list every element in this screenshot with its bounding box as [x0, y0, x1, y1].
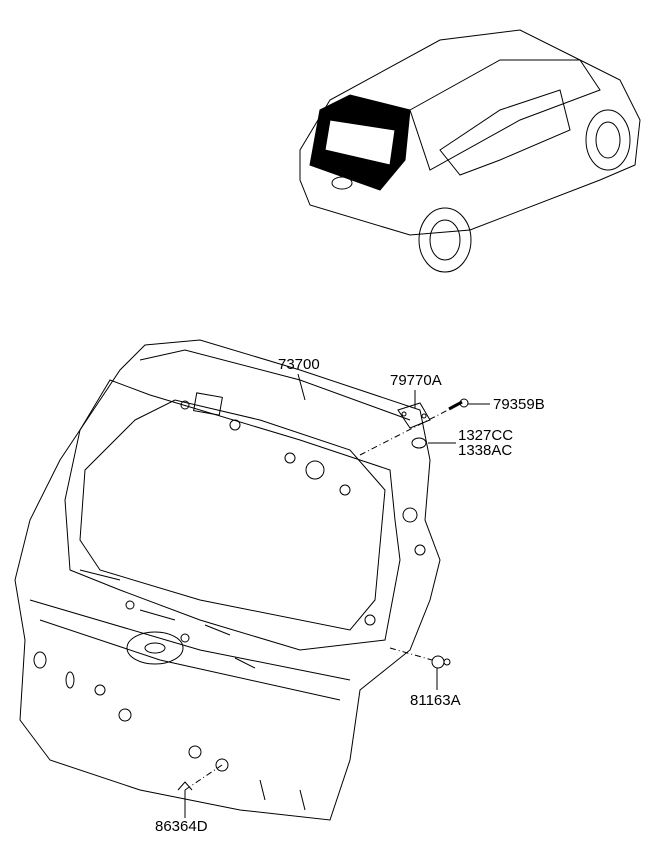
vehicle-overview	[299, 29, 641, 273]
label-bolt: 79359B	[493, 396, 545, 413]
label-clip: 86364D	[155, 818, 208, 835]
leader-lines	[184, 373, 490, 818]
tailgate-panel	[14, 339, 441, 821]
clip-part	[177, 781, 193, 805]
label-tailgate: 73700	[278, 356, 320, 373]
bolt-part	[448, 398, 469, 411]
label-nut-1338ac: 1338AC	[458, 442, 513, 459]
label-bumper-stop: 81163A	[410, 692, 461, 709]
hinge-part	[397, 402, 431, 429]
nut-part	[411, 437, 427, 449]
label-hinge: 79770A	[390, 372, 442, 389]
bumper-stop-part	[431, 655, 451, 669]
label-nut-1327cc: 1327CC	[458, 427, 514, 444]
